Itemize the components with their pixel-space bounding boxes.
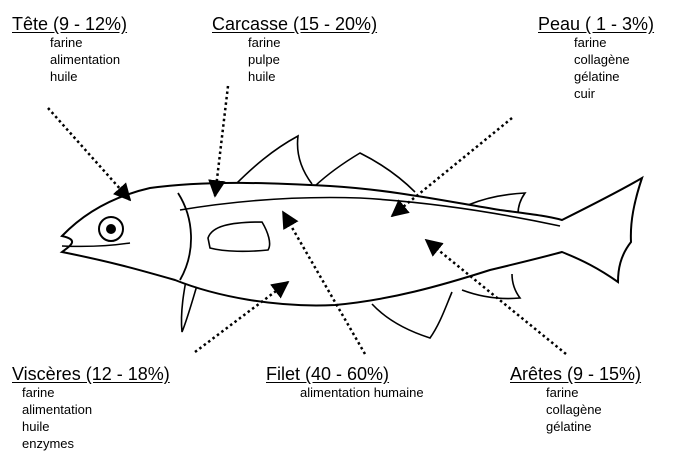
first-dorsal-fin (235, 136, 312, 185)
use-item: farine (22, 384, 170, 401)
arrow-tete (48, 108, 130, 200)
arrow-carcasse (215, 86, 228, 196)
use-item: farine (546, 384, 641, 401)
label-peau-title: Peau ( 1 - 3%) (538, 14, 654, 34)
label-visceres-title: Viscères (12 - 18%) (12, 364, 170, 384)
use-item: pulpe (248, 51, 377, 68)
use-item: collagène (546, 401, 641, 418)
label-aretes-title: Arêtes (9 - 15%) (510, 364, 641, 384)
label-visceres-uses: farine alimentation huile enzymes (22, 384, 170, 452)
label-aretes-uses: farine collagène gélatine (546, 384, 641, 435)
label-peau-uses: farine collagène gélatine cuir (574, 34, 654, 100)
use-item: farine (574, 34, 654, 51)
use-item: huile (248, 68, 377, 85)
label-tete-uses: farine alimentation huile (50, 34, 127, 85)
use-item: collagène (574, 51, 654, 68)
label-tete-title: Tête (9 - 12%) (12, 14, 127, 34)
label-tete: Tête (9 - 12%) farine alimentation huile (12, 14, 127, 85)
use-item: gélatine (546, 418, 641, 435)
use-item: alimentation humaine (300, 384, 424, 401)
use-item: cuir (574, 85, 654, 100)
use-item: huile (50, 68, 127, 85)
use-item: farine (50, 34, 127, 51)
label-visceres: Viscères (12 - 18%) farine alimentation … (12, 364, 170, 452)
use-item: gélatine (574, 68, 654, 85)
use-item: huile (22, 418, 170, 435)
label-carcasse: Carcasse (15 - 20%) farine pulpe huile (212, 14, 377, 85)
pupil (106, 224, 116, 234)
use-item: farine (248, 34, 377, 51)
label-filet: Filet (40 - 60%) alimentation humaine (266, 364, 424, 401)
label-peau: Peau ( 1 - 3%) farine collagène gélatine… (538, 14, 654, 100)
label-filet-uses: alimentation humaine (300, 384, 424, 401)
use-item: alimentation (50, 51, 127, 68)
label-filet-title: Filet (40 - 60%) (266, 364, 424, 384)
label-carcasse-uses: farine pulpe huile (248, 34, 377, 85)
label-carcasse-title: Carcasse (15 - 20%) (212, 14, 377, 34)
use-item: alimentation (22, 401, 170, 418)
use-item: enzymes (22, 435, 170, 452)
label-aretes: Arêtes (9 - 15%) farine collagène gélati… (510, 364, 641, 435)
